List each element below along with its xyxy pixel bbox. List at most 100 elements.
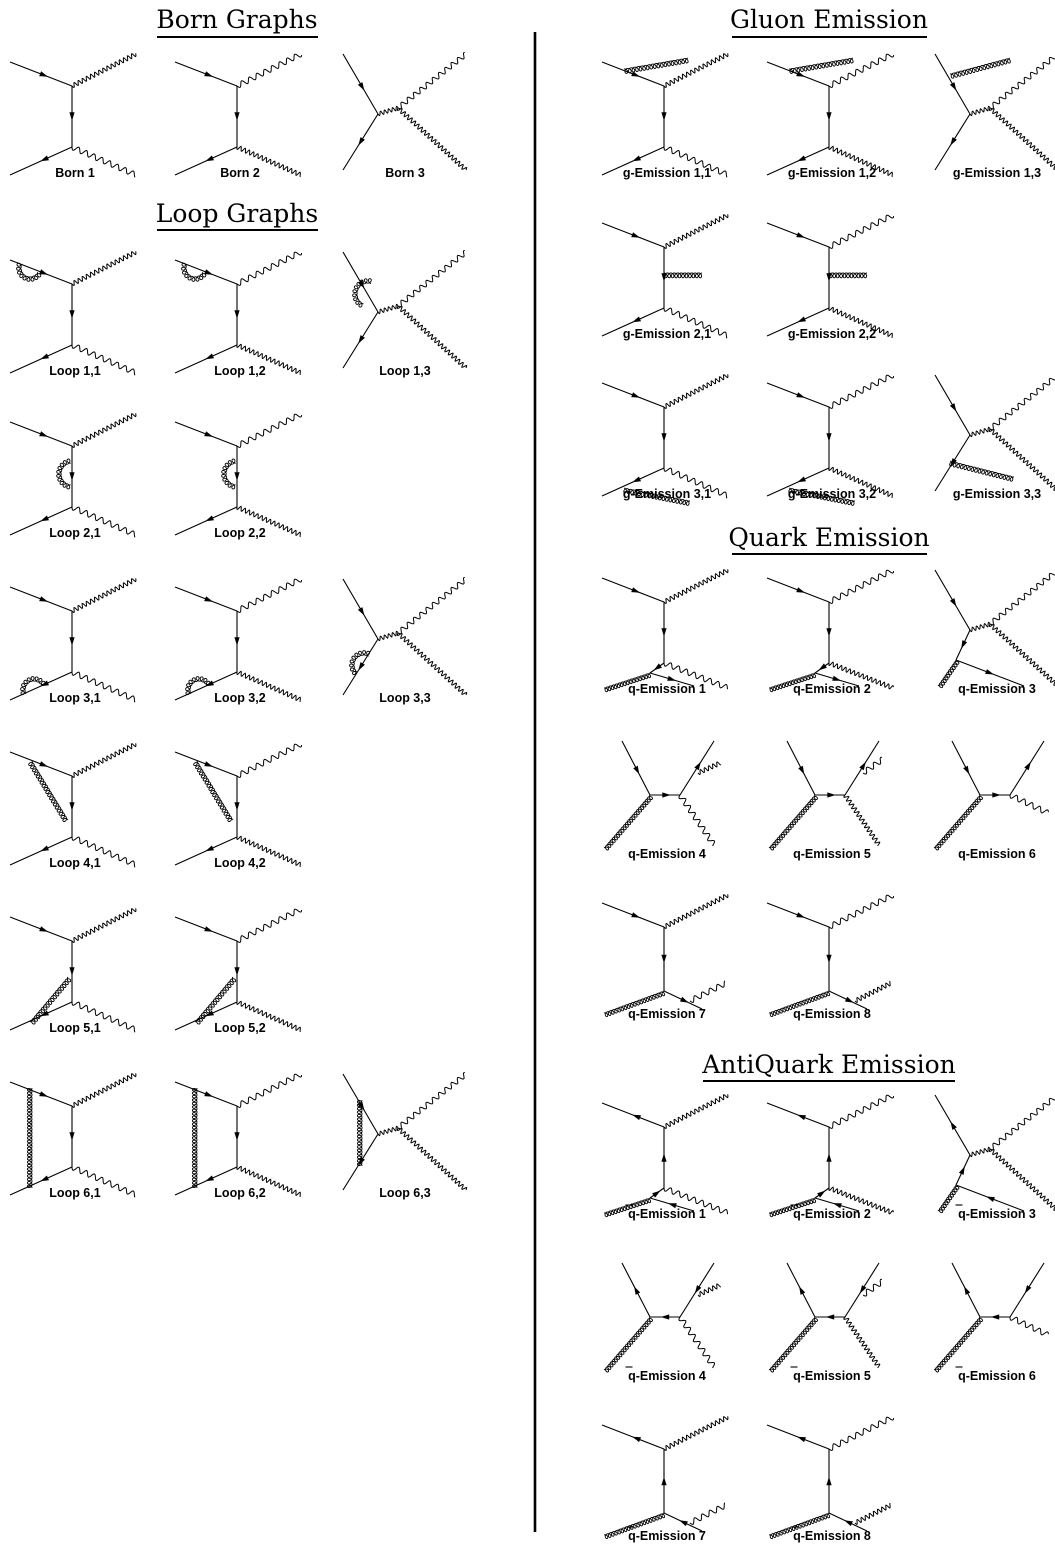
- diagram-caption: Loop 5,1: [49, 1021, 100, 1035]
- photon-line: [71, 146, 136, 178]
- photon-line: [236, 145, 301, 177]
- arrow-head: [799, 1286, 806, 1295]
- photon-line: [689, 980, 726, 1003]
- gluon-line: [768, 672, 817, 693]
- arrow-head: [817, 1190, 826, 1198]
- arrow-head: [357, 280, 365, 289]
- arrow-head: [69, 802, 75, 811]
- feynman-diagram: Loop 3,2: [174, 578, 303, 705]
- feynman-diagram: q-Emission 8: [766, 1416, 895, 1543]
- photon-line: [396, 632, 468, 696]
- photon-line: [988, 428, 1055, 491]
- arrow-head: [992, 792, 1001, 798]
- gluon-line: [937, 1184, 960, 1214]
- photon-line: [663, 569, 729, 605]
- arrow-head: [653, 663, 662, 671]
- photon-line: [697, 761, 722, 776]
- feynman-diagram: Loop 2,2: [174, 413, 303, 540]
- arrow-head: [631, 232, 640, 238]
- diagram-caption: q-Emission 6: [958, 1369, 1036, 1383]
- gluon-line: [29, 976, 72, 1025]
- arrow-head: [204, 761, 213, 767]
- arrow-head: [40, 1175, 49, 1182]
- photon-line: [71, 578, 137, 614]
- arrow-head: [797, 155, 806, 162]
- feynman-diagram: Born 3: [342, 52, 468, 180]
- diagram-caption: q-Emission 3: [958, 1207, 1036, 1221]
- diagram-caption: q-Emission 3: [958, 682, 1036, 696]
- photon-line: [396, 107, 468, 171]
- arrow-head: [833, 1203, 842, 1209]
- quark-emission-title: Quark Emission: [728, 523, 929, 552]
- photon-line: [377, 1125, 399, 1137]
- diagram-caption: q-Emission 4: [628, 1369, 706, 1383]
- gluon-line: [768, 1316, 818, 1373]
- arrow-head: [661, 954, 667, 964]
- gluon-line: [768, 990, 831, 1018]
- arrow-head: [826, 433, 832, 442]
- photon-line: [989, 53, 1055, 110]
- gluon-line: [603, 672, 652, 693]
- arrow-head: [826, 954, 832, 964]
- diagram-caption: q-Emission 2: [793, 1207, 871, 1221]
- photon-line: [236, 1000, 301, 1032]
- feynman-diagram: q-Emission 5: [768, 740, 883, 861]
- arrow-head: [69, 1132, 75, 1141]
- feynman-diagram: Loop 1,2: [174, 251, 303, 378]
- diagram-caption: g-Emission 3,1: [623, 487, 711, 501]
- photon-line: [71, 413, 137, 449]
- arrow-head: [694, 761, 701, 771]
- photon-line: [663, 662, 728, 690]
- arrow-head: [661, 433, 667, 442]
- arrow-head: [826, 1153, 832, 1162]
- photon-line: [236, 908, 303, 943]
- gluon-line: [603, 1512, 666, 1540]
- diagram-caption: q-Emission 7: [628, 1529, 706, 1543]
- gluon-loop: [181, 262, 207, 282]
- arrow-head: [39, 1091, 48, 1097]
- photon-line: [236, 251, 303, 286]
- arrow-head: [69, 112, 75, 121]
- arrow-head: [631, 587, 640, 593]
- photon-line: [71, 1073, 137, 1109]
- photon-line: [989, 1094, 1055, 1151]
- feynman-diagram: Loop 4,1: [9, 743, 137, 870]
- arrow-head: [949, 598, 957, 607]
- photon-line: [236, 578, 303, 613]
- photon-line: [828, 145, 893, 177]
- photon-line: [236, 670, 301, 702]
- arrow-head: [204, 926, 213, 932]
- feynman-diagram: q-Emission 4: [603, 1262, 722, 1383]
- photon-line: [236, 743, 303, 778]
- arrow-head: [825, 1314, 835, 1320]
- arrow-head: [69, 472, 75, 481]
- arrow-head: [963, 765, 970, 775]
- arrow-head: [204, 596, 213, 602]
- diagram-caption: q-Emission 1: [628, 1207, 706, 1221]
- gluon-loop: [16, 262, 42, 282]
- gluon-line: [933, 794, 983, 851]
- arrow-head: [990, 1314, 1000, 1320]
- feynman-diagram: q-Emission 8: [766, 894, 895, 1021]
- photon-line: [854, 1502, 891, 1526]
- arrow-head: [234, 1132, 240, 1141]
- arrow-head: [667, 675, 676, 681]
- photon-line: [969, 105, 991, 117]
- photon-line: [663, 894, 729, 930]
- photon-line: [969, 1146, 991, 1158]
- photon-line: [988, 1148, 1055, 1211]
- photon-line: [828, 894, 895, 929]
- arrow-head: [205, 845, 214, 852]
- gluon-line: [949, 460, 1015, 482]
- photon-line: [1009, 794, 1049, 814]
- gluon-line: [949, 57, 1011, 79]
- diagram-caption: g-Emission 1,1: [623, 166, 711, 180]
- diagram-caption: q-Emission 8: [793, 1007, 871, 1021]
- arrow-head: [40, 155, 49, 162]
- diagram-caption: Loop 1,1: [49, 364, 100, 378]
- arrow-head: [1024, 1285, 1032, 1294]
- gluon-line: [193, 760, 234, 822]
- photon-line: [236, 835, 301, 867]
- photon-line: [969, 426, 991, 438]
- arrow-head: [859, 1285, 867, 1294]
